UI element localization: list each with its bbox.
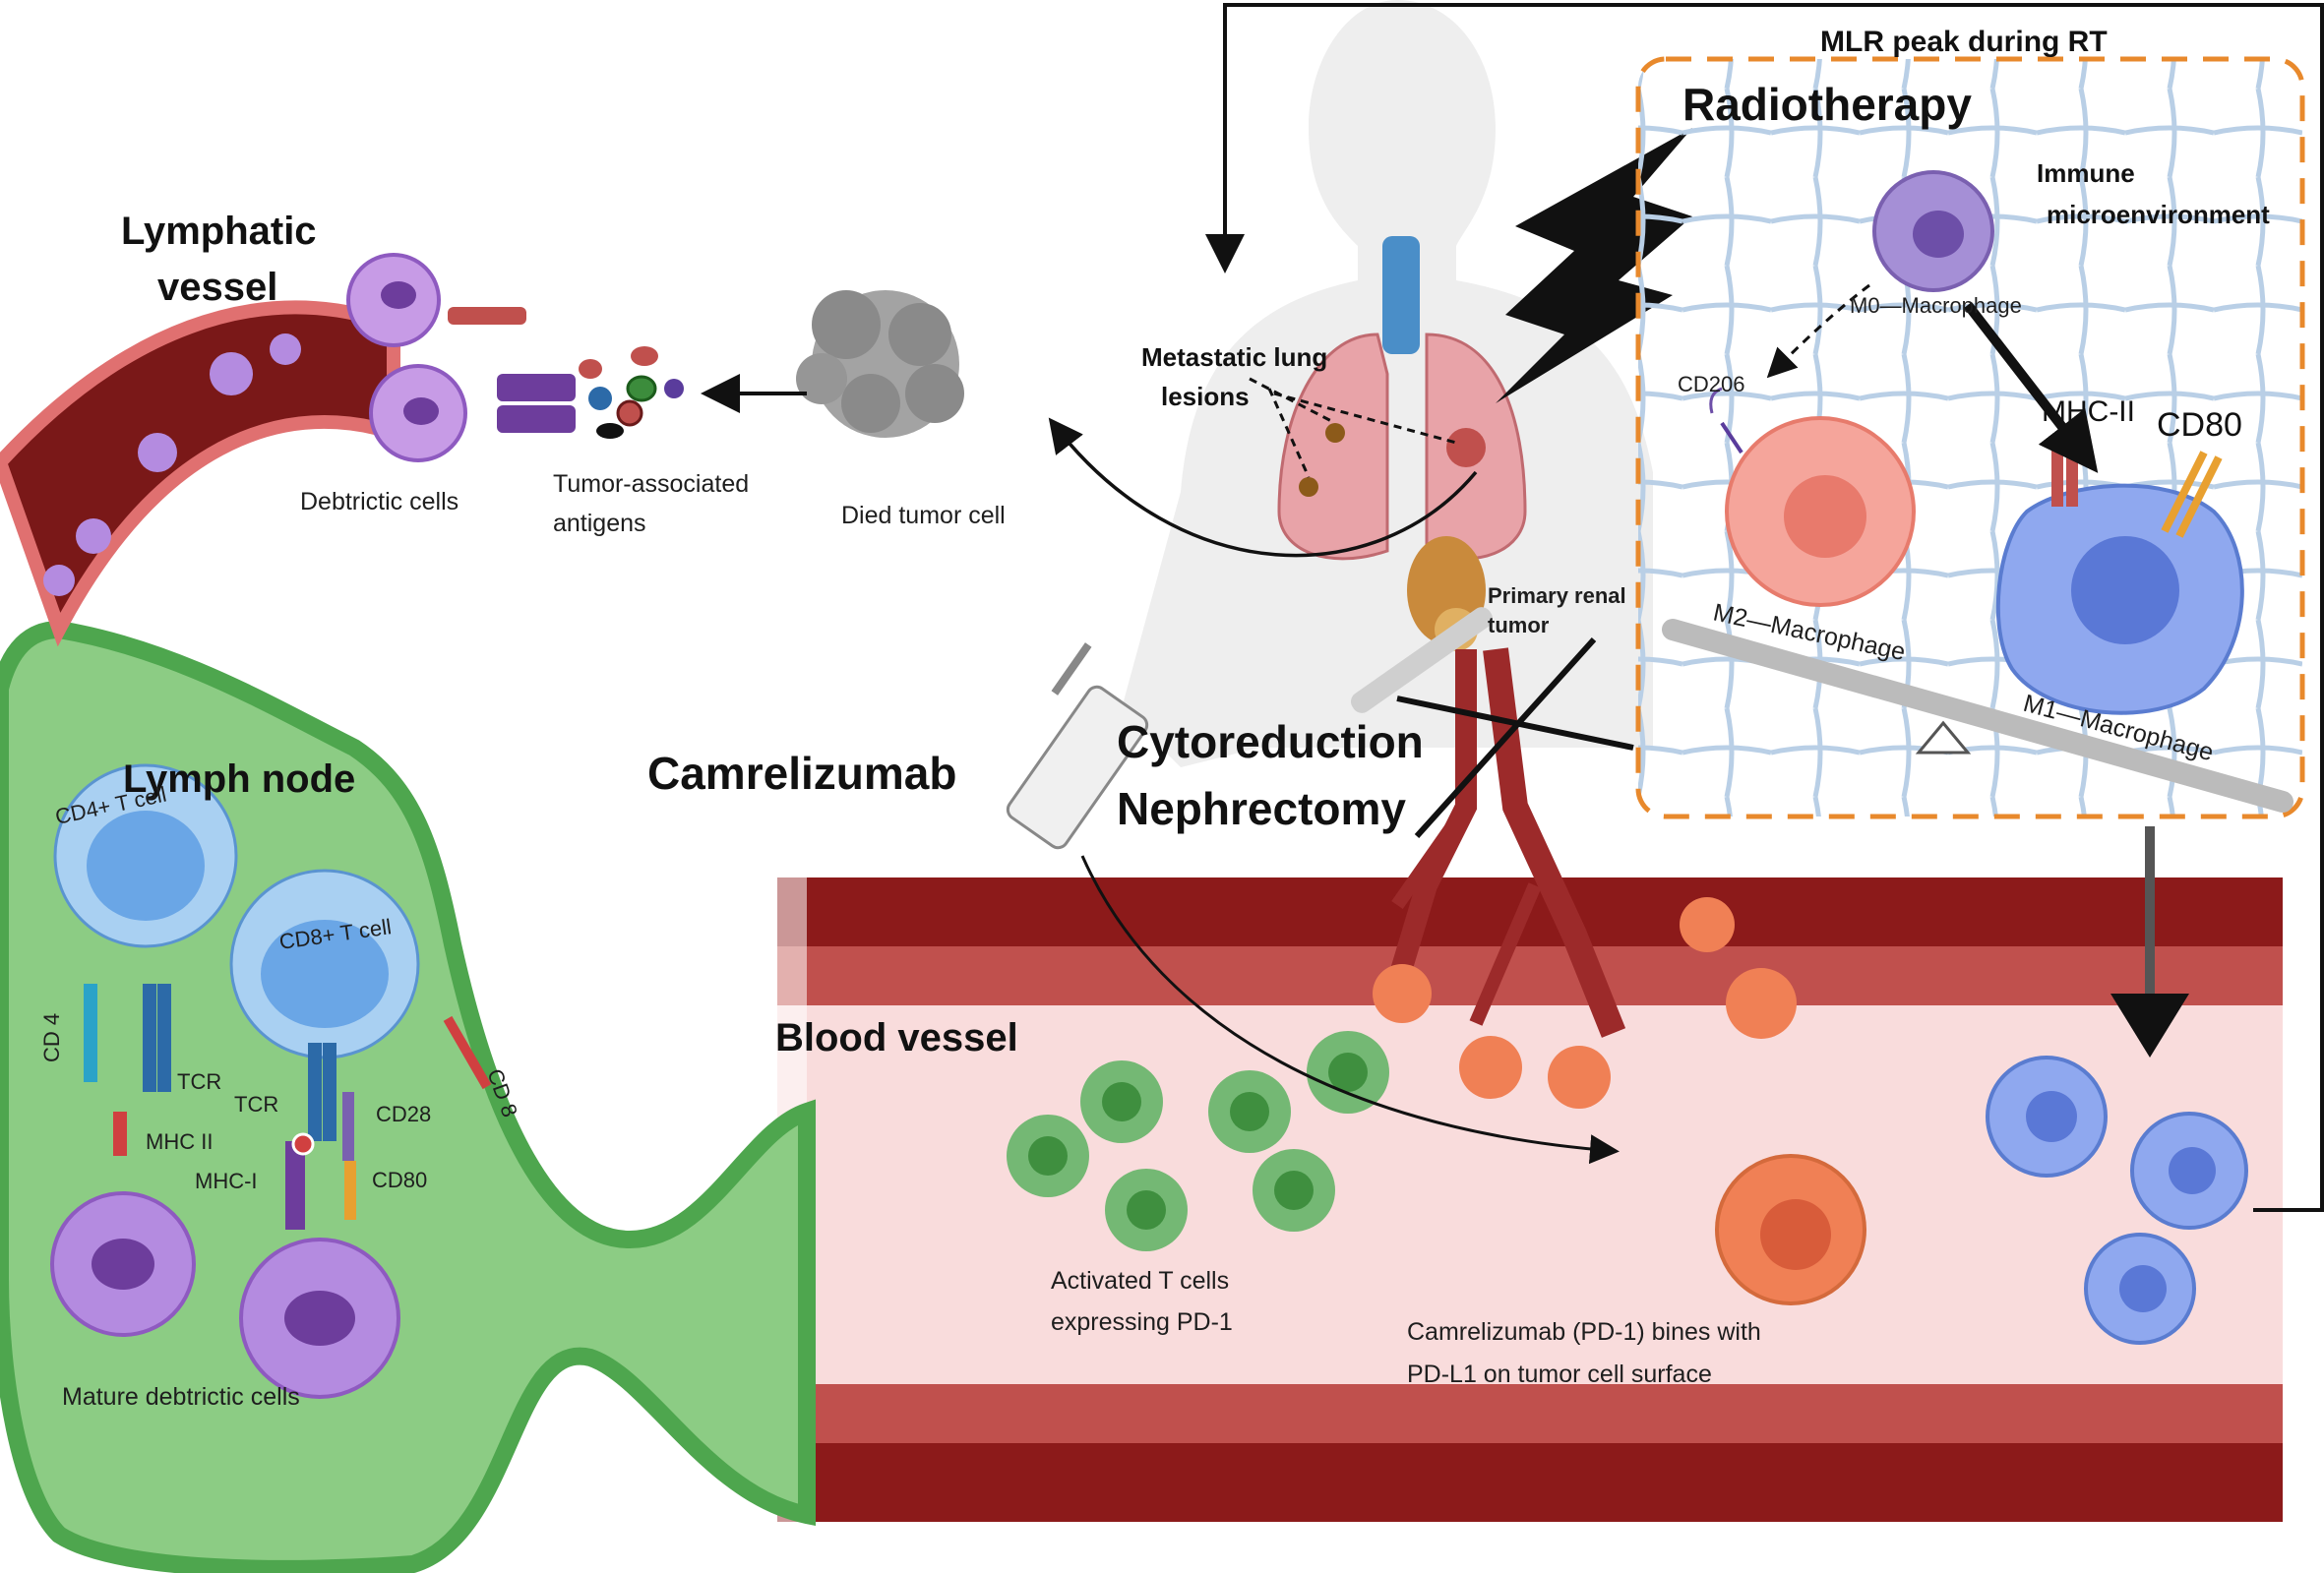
camrelizumab-binds-label-1: Camrelizumab (PD-1) bines with: [1407, 1318, 1761, 1346]
lymphatic-vessel: [0, 300, 400, 647]
primary-renal-label-1: Primary renal: [1488, 583, 1626, 608]
renal-vessels: [1386, 647, 1626, 1038]
activated-t-cells: [1007, 1031, 1389, 1251]
node-receptors: [84, 984, 492, 1230]
cd4-t-cell: [53, 763, 238, 948]
arrow-lung-to-dead-tumor: [1048, 417, 1478, 558]
lung-lesions: [1249, 377, 1486, 497]
mhc-ii-box-label: MHC-II: [2042, 395, 2135, 428]
mhc-i-label: MHC-I: [195, 1169, 258, 1193]
cross-mark: [1396, 636, 1634, 839]
activated-t-label-1: Activated T cells: [1051, 1267, 1229, 1295]
tcr-left-label: TCR: [177, 1069, 221, 1094]
lymph-node-label: Lymph node: [123, 757, 355, 801]
camrelizumab-label: Camrelizumab: [647, 748, 956, 799]
scalpel-icon: [1350, 607, 1494, 713]
m1-macrophage: [1995, 448, 2244, 715]
m2-macrophage: [1709, 387, 1916, 607]
cytoreduction-label: Cytoreduction: [1117, 716, 1424, 767]
mhc-ii-node-label: MHC II: [146, 1129, 213, 1154]
tumor-antigens-label-1: Tumor-associated: [553, 470, 749, 498]
cd206-label: CD206: [1678, 372, 1744, 396]
tumor-cells-blood: [1373, 897, 1866, 1305]
mature-dendritic-cells: [50, 1191, 400, 1399]
dendritic-cell-top: [346, 253, 576, 462]
activated-t-label-2: expressing PD-1: [1051, 1308, 1233, 1336]
balance-scale-icon: [1662, 619, 2293, 813]
immune-micro-label-1: Immune: [2037, 158, 2135, 188]
cd80-box-label: CD80: [2157, 406, 2242, 444]
immune-micro-label-2: microenvironment: [2047, 200, 2270, 229]
m0-label: M0—Macrophage: [1850, 293, 2022, 318]
feedback-loop: [1205, 3, 2324, 1212]
arrow-m0-to-m1: [1964, 301, 2099, 473]
primary-renal-label-2: tumor: [1488, 613, 1550, 637]
cd28-label: CD28: [376, 1102, 431, 1126]
arrow-syringe-to-tumor: [1080, 855, 1620, 1165]
lymphatic-vessel-label-1: Lymphatic: [121, 210, 317, 253]
cd8-t-cell: [229, 869, 420, 1059]
died-tumor-cell: [796, 290, 964, 438]
blood-vessel-label: Blood vessel: [775, 1016, 1018, 1059]
lymphatic-vessel-label-2: vessel: [157, 266, 277, 309]
arrow-box-to-blood: [2110, 826, 2189, 1058]
camrelizumab-binds-label-2: PD-L1 on tumor cell surface: [1407, 1361, 1712, 1388]
m1-macrophages-blood: [1986, 1056, 2248, 1345]
nephrectomy-label: Nephrectomy: [1117, 783, 1406, 834]
cd80-node-label: CD80: [372, 1168, 427, 1192]
lightning-bolt-icon: [1496, 128, 1692, 403]
syringe-icon: [1006, 642, 1149, 850]
arrow-m0-to-m2: [1766, 283, 1870, 379]
tcr-right-label: TCR: [234, 1092, 278, 1117]
m0-macrophage: [1872, 170, 1994, 292]
dendritic-cell-in-vessel: [43, 333, 301, 596]
radiotherapy-label: Radiotherapy: [1682, 79, 1972, 130]
cd4-label: CD 4: [39, 1013, 64, 1062]
tumor-antigens: [579, 346, 684, 439]
trachea-icon: [1382, 236, 1420, 354]
died-tumor-cell-label: Died tumor cell: [841, 502, 1006, 529]
metastatic-lung-label-2: lesions: [1161, 382, 1250, 411]
mature-dc-label: Mature debtrictic cells: [62, 1383, 300, 1411]
mlr-peak-label: MLR peak during RT: [1820, 26, 2108, 58]
debtrictic-cells-label: Debtrictic cells: [300, 488, 459, 515]
tumor-antigens-label-2: antigens: [553, 510, 646, 537]
metastatic-lung-label-1: Metastatic lung: [1141, 342, 1327, 372]
